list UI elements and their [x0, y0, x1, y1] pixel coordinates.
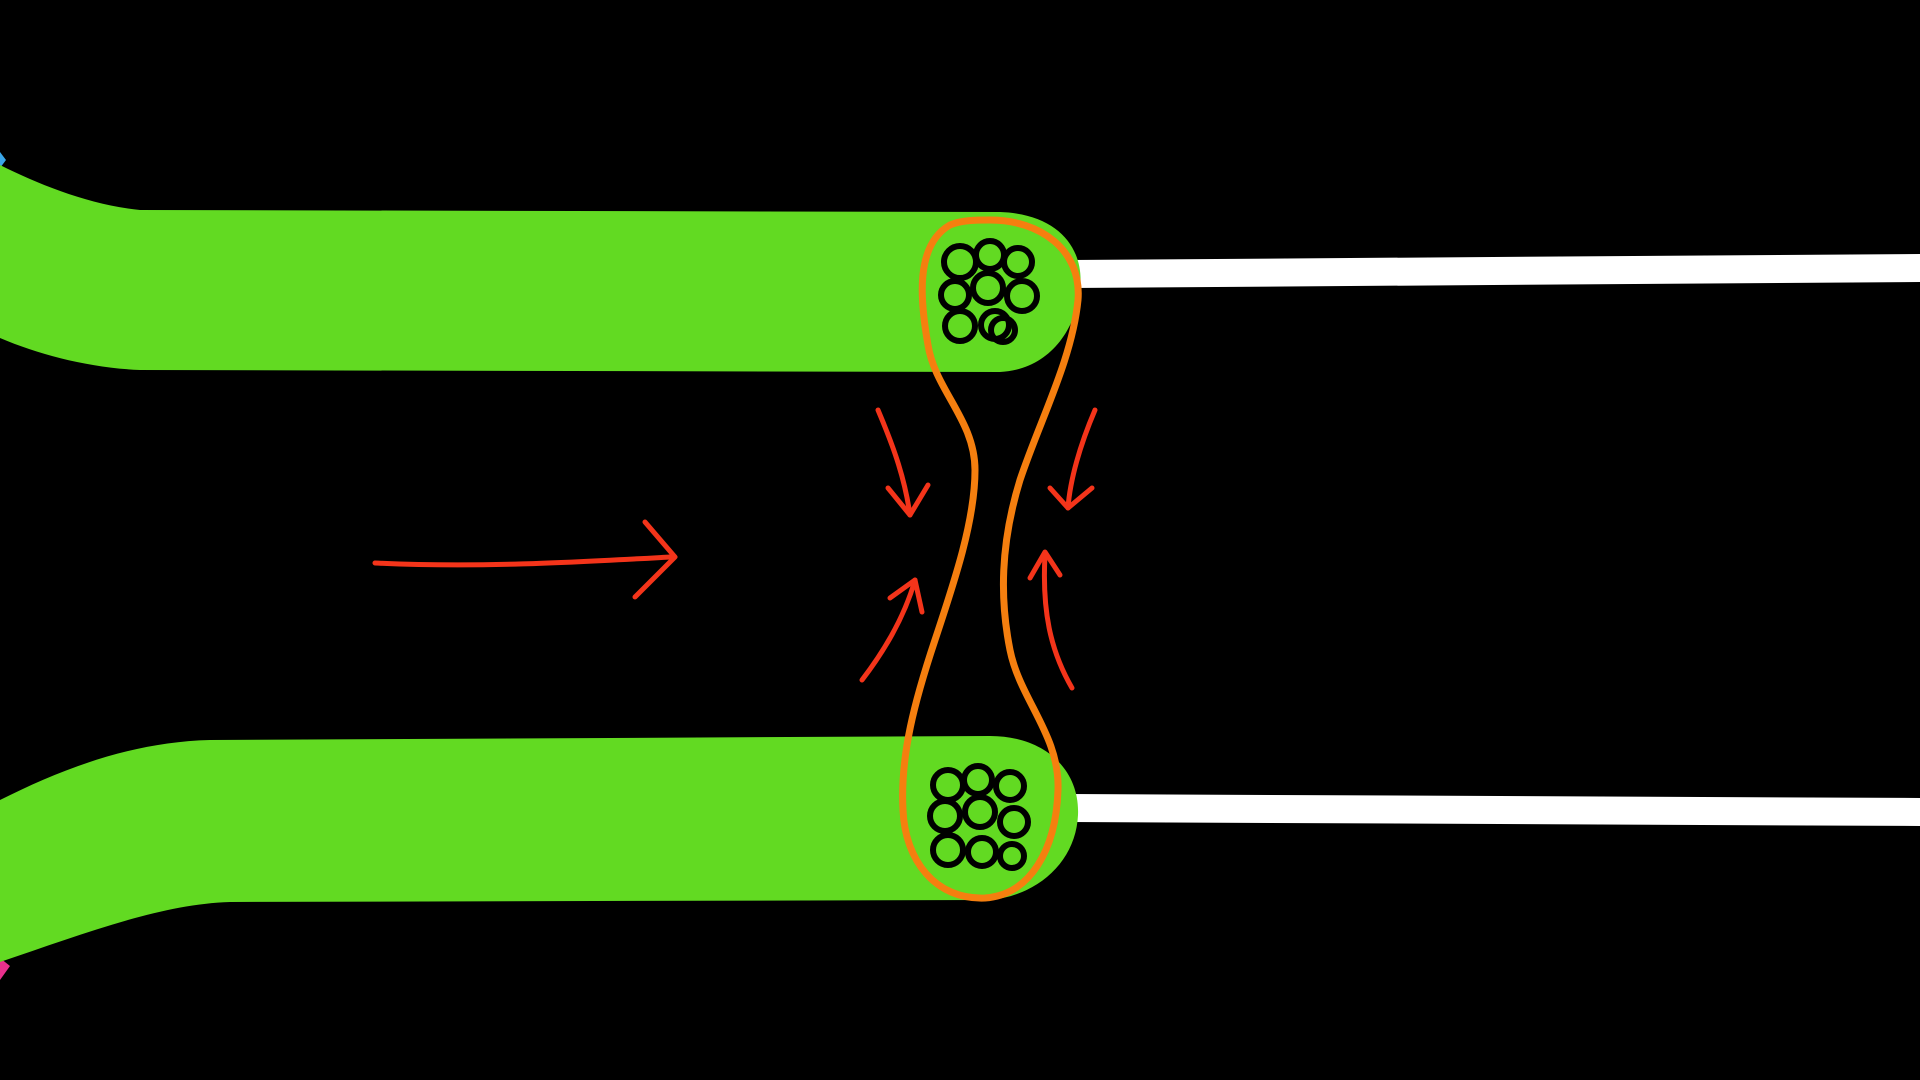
lower-fiber	[1070, 808, 1920, 812]
upper-fiber	[1070, 268, 1920, 274]
